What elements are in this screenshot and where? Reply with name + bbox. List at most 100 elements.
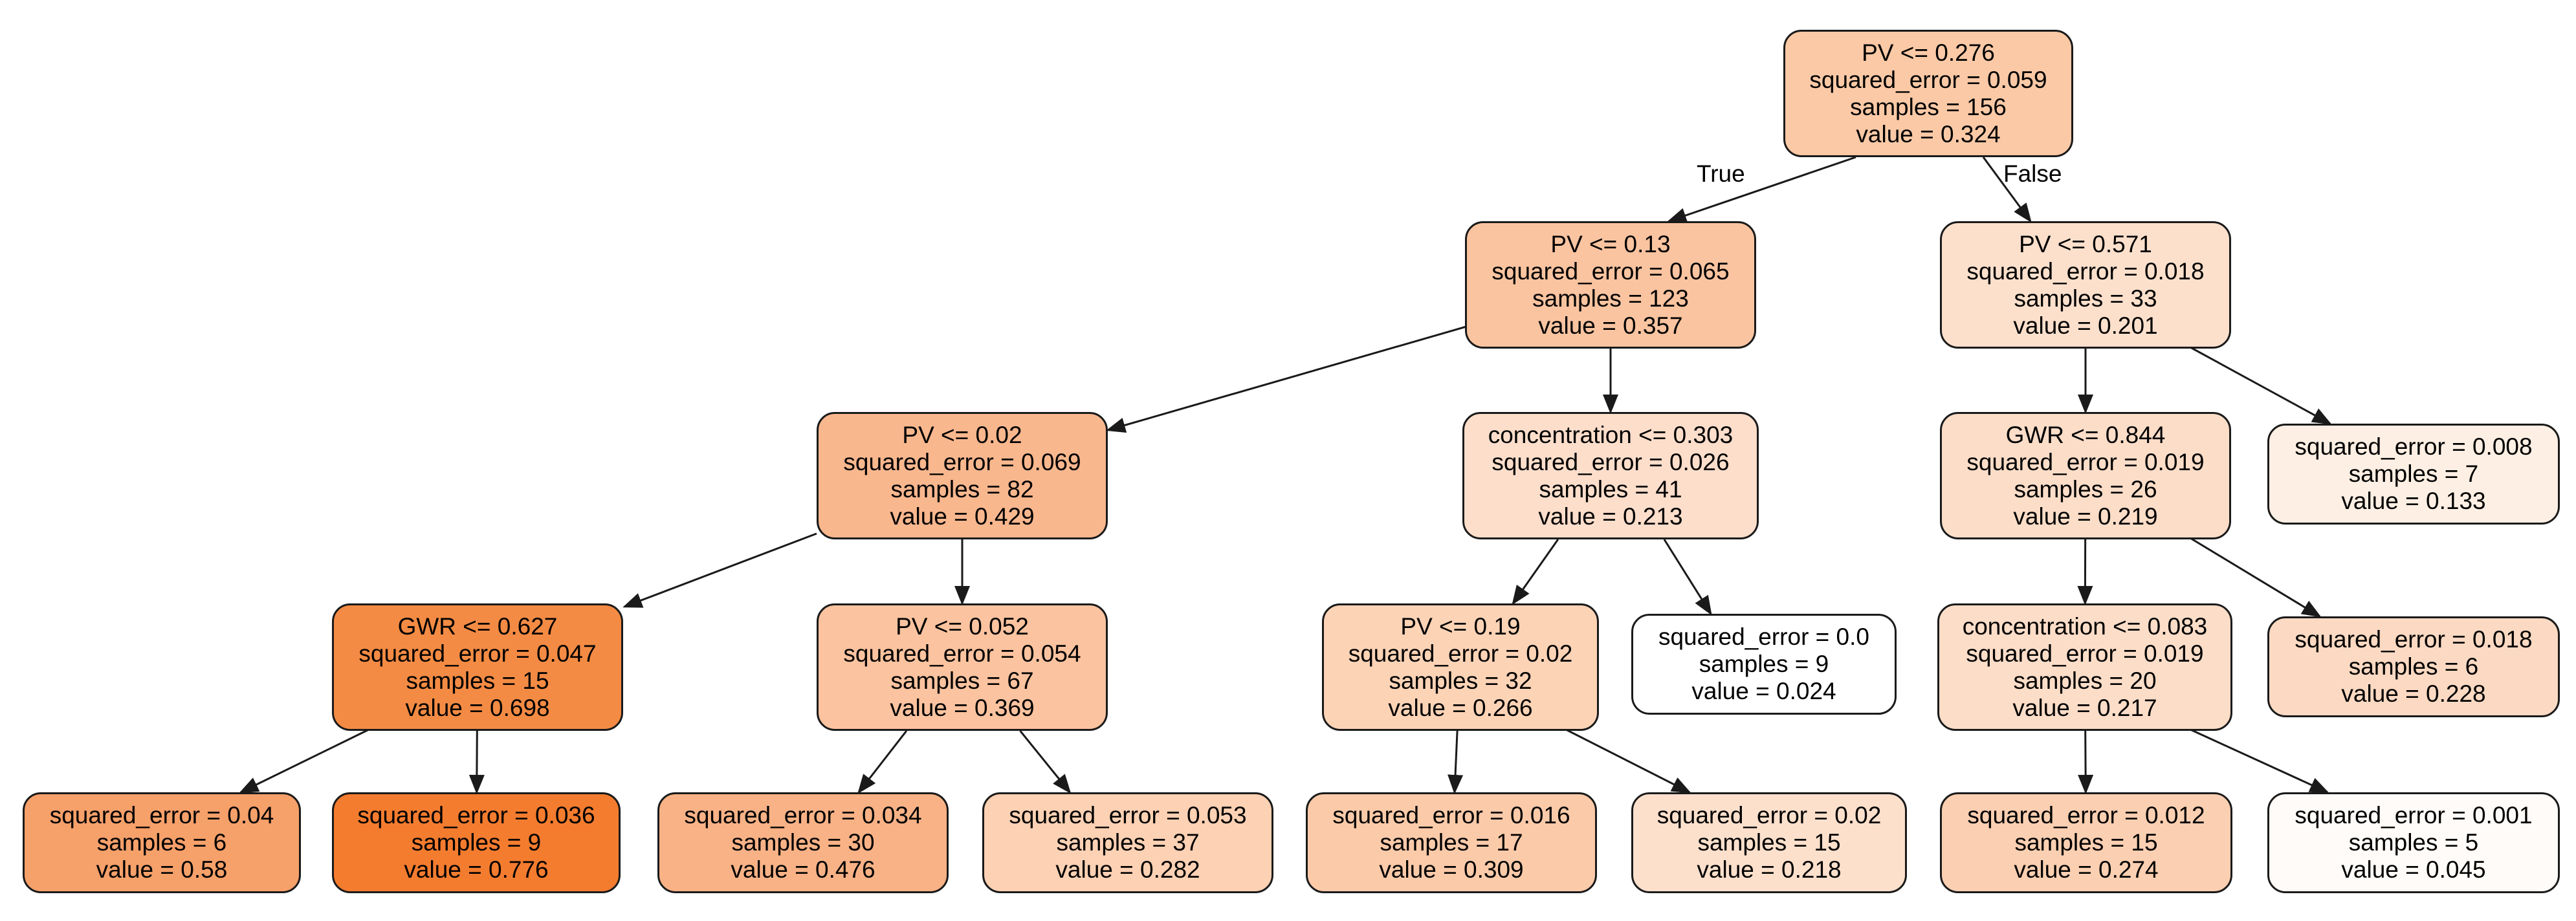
node-value: value = 0.201 [2013,312,2158,339]
edge-label-false: False [2003,160,2062,187]
node-samples: samples = 123 [1532,285,1689,312]
node-condition: PV <= 0.052 [896,612,1029,640]
node-squared-error: squared_error = 0.034 [684,802,922,829]
node-squared-error: squared_error = 0.019 [1966,640,2204,667]
node-value: value = 0.133 [2341,488,2486,514]
tree-edge [1663,539,1712,616]
node-samples: samples = 5 [2348,829,2479,856]
node-value: value = 0.58 [96,856,228,883]
node-value: value = 0.218 [1697,856,1842,883]
node-squared-error: squared_error = 0.026 [1492,448,1730,475]
node-samples: samples = 15 [406,667,549,694]
node-value: value = 0.274 [2014,856,2159,883]
tree-edge [239,728,369,794]
tree-edge [622,532,817,608]
node-samples: samples = 6 [2348,653,2479,680]
node-squared-error: squared_error = 0.008 [2295,433,2533,460]
node-condition: PV <= 0.02 [902,421,1022,448]
node-squared-error: squared_error = 0.02 [1348,640,1573,667]
node-value: value = 0.698 [405,694,550,721]
tree-edge [1019,730,1072,794]
node-squared-error: squared_error = 0.059 [1809,66,2047,93]
node-squared-error: squared_error = 0.054 [843,640,1081,667]
node-value: value = 0.429 [890,503,1035,530]
node-condition: PV <= 0.571 [2019,230,2152,257]
node-squared-error: squared_error = 0.047 [358,640,597,667]
node-samples: samples = 82 [890,475,1034,503]
node-value: value = 0.369 [890,694,1035,721]
node-samples: samples = 17 [1380,829,1523,856]
node-samples: samples = 156 [1850,93,2007,120]
node-squared-error: squared_error = 0.036 [357,802,595,829]
tree-edge [1512,539,1559,605]
node-squared-error: squared_error = 0.016 [1332,802,1570,829]
node-squared-error: squared_error = 0.019 [1966,448,2205,475]
node-value: value = 0.228 [2341,680,2486,707]
node-condition: GWR <= 0.627 [397,612,558,640]
node-squared-error: squared_error = 0.065 [1492,257,1730,285]
node-samples: samples = 20 [2013,667,2157,694]
tree-edge [1106,325,1467,433]
node-samples: samples = 67 [890,667,1034,694]
node-condition: PV <= 0.13 [1550,230,1671,257]
node-squared-error: squared_error = 0.0 [1658,623,1869,650]
node-value: value = 0.213 [1538,503,1683,530]
tree-edge [2190,728,2329,794]
node-condition: GWR <= 0.844 [2005,421,2166,448]
node-value: value = 0.476 [731,856,875,883]
node-condition: concentration <= 0.083 [1962,612,2208,640]
edge-label-true: True [1697,160,1745,187]
node-value: value = 0.024 [1691,678,1836,704]
node-samples: samples = 6 [96,829,227,856]
node-value: value = 0.776 [404,856,549,883]
node-value: value = 0.357 [1538,312,1683,339]
node-samples: samples = 37 [1056,829,1200,856]
node-condition: PV <= 0.276 [1862,39,1995,66]
node-samples: samples = 41 [1539,475,1682,503]
tree-edge [1565,728,1691,794]
node-squared-error: squared_error = 0.02 [1657,802,1882,829]
node-squared-error: squared_error = 0.018 [1966,257,2205,285]
node-samples: samples = 26 [2014,475,2157,503]
node-value: value = 0.045 [2341,856,2486,883]
node-squared-error: squared_error = 0.069 [843,448,1081,475]
tree-edge [1667,156,1856,223]
node-value: value = 0.309 [1379,856,1524,883]
node-samples: samples = 15 [2014,829,2158,856]
node-samples: samples = 9 [411,829,542,856]
tree-edge [857,730,908,794]
tree-edge [468,730,485,794]
node-samples: samples = 32 [1389,667,1532,694]
node-squared-error: squared_error = 0.018 [2295,626,2533,653]
node-samples: samples = 7 [2348,460,2479,487]
tree-edge [1982,157,2032,223]
node-samples: samples = 33 [2014,285,2157,312]
node-value: value = 0.282 [1055,856,1200,883]
node-samples: samples = 15 [1697,829,1841,856]
node-squared-error: squared_error = 0.053 [1009,802,1247,829]
node-condition: concentration <= 0.303 [1488,421,1734,448]
node-value: value = 0.324 [1856,120,2001,147]
tree-edge [2190,537,2322,618]
tree-edge [2190,346,2332,425]
